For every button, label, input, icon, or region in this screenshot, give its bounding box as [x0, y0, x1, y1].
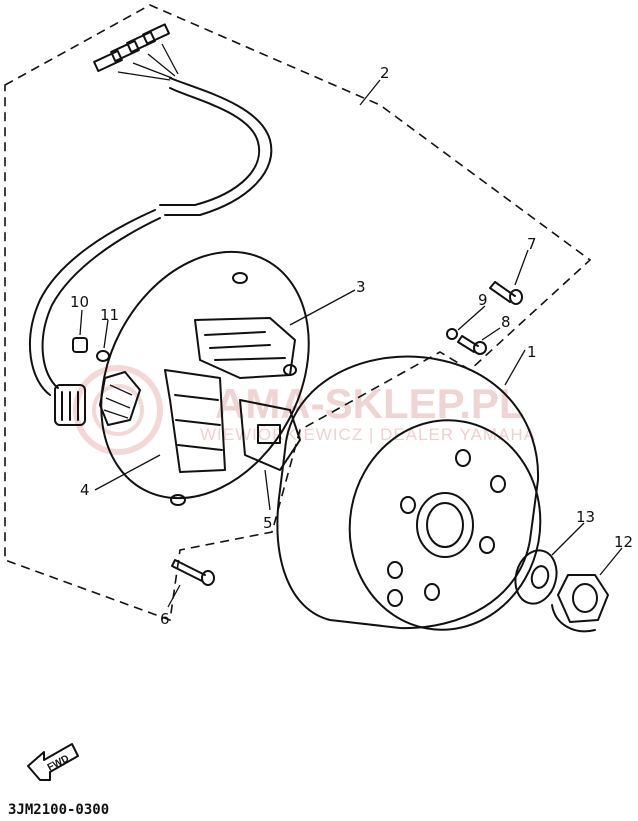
- part-label-4: 4: [80, 481, 90, 499]
- flange-nut: [551, 574, 609, 633]
- charging-coil: [164, 369, 226, 473]
- watermark: AMA-SKLEP.PL WIEWIÓRKIEWICZ | DEALER YAM…: [73, 365, 535, 455]
- terminal-4: [142, 23, 170, 45]
- wire-grommet: [54, 384, 86, 426]
- part-label-8: 8: [501, 313, 511, 331]
- pickup-coil: [239, 399, 301, 471]
- part-label-5: 5: [263, 514, 273, 532]
- terminal-3: [126, 30, 156, 54]
- terminal-1: [93, 49, 123, 73]
- insulator-block: [99, 371, 141, 426]
- rotor-hub: [416, 492, 474, 558]
- screw-8: [457, 335, 487, 355]
- part-label-6: 6: [160, 610, 170, 628]
- part-label-12: 12: [614, 533, 633, 551]
- stator-assembly: [99, 250, 310, 506]
- source-coil: [194, 317, 296, 379]
- stator-base-plate: [100, 250, 310, 500]
- washer-9: [446, 328, 458, 340]
- part-label-2: 2: [380, 64, 390, 82]
- part-label-1: 1: [527, 343, 537, 361]
- part-number-labels: 1 2 3 4 5 6 7 8 9 10 11 12 13: [70, 64, 633, 628]
- terminal-2: [110, 39, 140, 63]
- leader-lines: [79, 79, 623, 608]
- washer-11: [96, 350, 110, 362]
- part-label-10: 10: [70, 293, 89, 311]
- part-label-11: 11: [100, 306, 119, 324]
- washer: [514, 549, 558, 605]
- diagram-code: 3JM2100-0300: [8, 802, 109, 818]
- screw-6: [171, 559, 215, 586]
- rotor-flywheel: [276, 355, 542, 631]
- screw-10: [72, 337, 88, 353]
- fwd-arrow-icon: FWD: [27, 743, 79, 781]
- part-label-13: 13: [576, 508, 595, 526]
- part-label-3: 3: [356, 278, 366, 296]
- screw-7: [489, 281, 523, 305]
- part-label-7: 7: [527, 235, 537, 253]
- part-label-9: 9: [478, 291, 488, 309]
- watermark-main: AMA-SKLEP.PL: [215, 380, 525, 427]
- wire-harness: [29, 23, 273, 426]
